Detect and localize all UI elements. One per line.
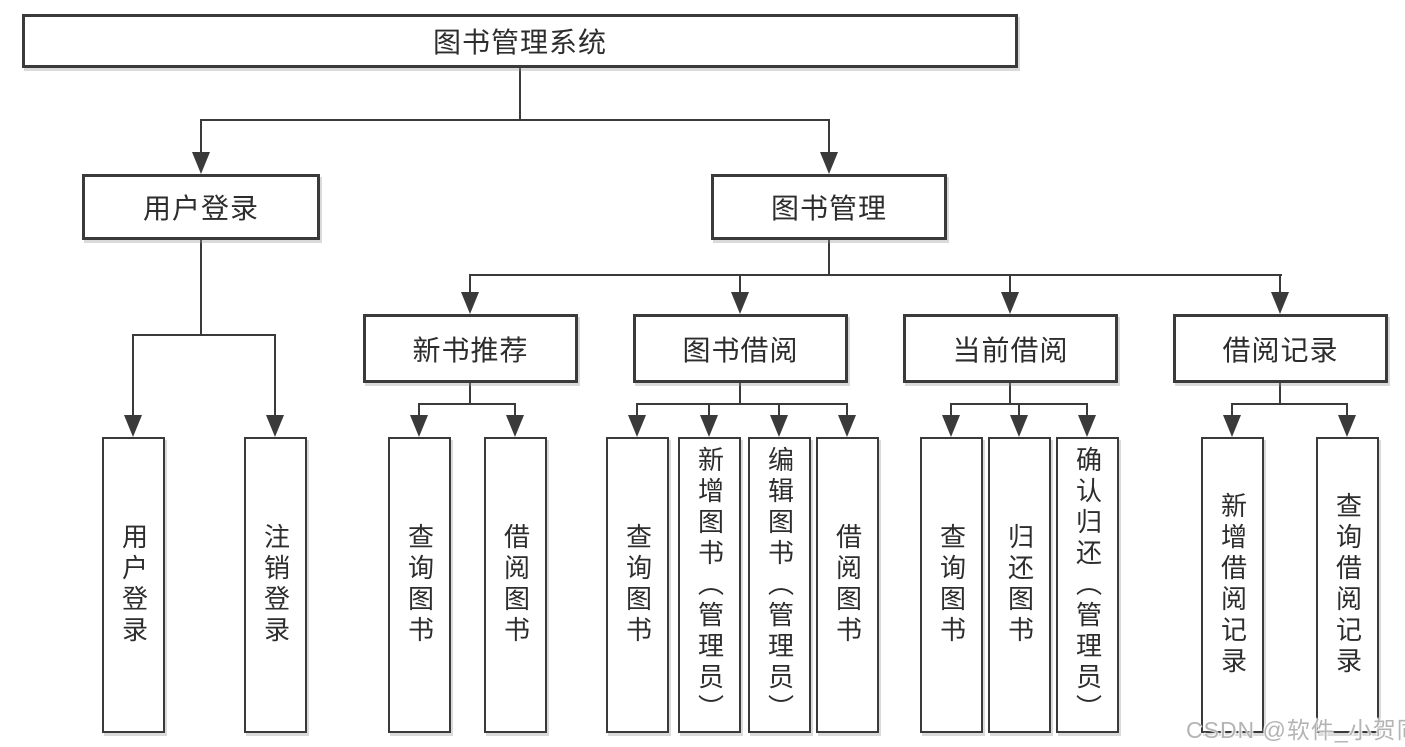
leaf-confirm-return-admin: 确认归还（管理员） xyxy=(1056,437,1119,733)
node-user-login: 用户登录 xyxy=(82,174,320,240)
arrow-down-to-leaf-edit-book xyxy=(770,403,788,437)
node-library-management-system-label: 图书管理系统 xyxy=(432,27,607,58)
leaf-logout-label: 注销登录 xyxy=(260,523,291,647)
arrow-down-to-leaf-borrow-books-2 xyxy=(838,403,856,437)
arrow-down-to-leaf-query-books-1 xyxy=(410,403,428,437)
leaf-return-books-label: 归还图书 xyxy=(1004,523,1035,647)
connector-hline-level2 xyxy=(200,119,830,121)
connector-hline-borrowing-records xyxy=(1231,403,1348,405)
arrow-down-to-leaf-borrow-books-1 xyxy=(506,403,524,437)
leaf-add-borrow-record-label: 新增借阅记录 xyxy=(1217,492,1248,678)
arrow-down-to-leaf-logout xyxy=(266,334,284,437)
node-library-management-system: 图书管理系统 xyxy=(22,14,1018,68)
leaf-add-book-admin: 新增图书（管理员） xyxy=(678,437,741,733)
node-new-book-recommendation: 新书推荐 xyxy=(363,314,578,383)
watermark-text: CSDN @软件_小贺同学 xyxy=(1186,717,1405,743)
leaf-add-book-admin-label: 新增图书（管理员） xyxy=(694,445,725,725)
connector-vline-current-borrowing xyxy=(1009,383,1011,405)
leaf-query-books-3: 查询图书 xyxy=(920,437,983,733)
node-current-borrowing: 当前借阅 xyxy=(903,314,1118,383)
leaf-query-books-1: 查询图书 xyxy=(388,437,451,733)
connector-vline-user-login xyxy=(200,240,202,336)
connector-hline-new-book-recommendation xyxy=(418,403,516,405)
leaf-borrow-books-1-label: 借阅图书 xyxy=(500,523,531,647)
connector-vline-book-management xyxy=(828,240,830,276)
leaf-user-login: 用户登录 xyxy=(102,437,165,733)
node-borrowing-records: 借阅记录 xyxy=(1173,314,1388,383)
leaf-logout: 注销登录 xyxy=(244,437,307,733)
node-book-management: 图书管理 xyxy=(711,174,947,240)
arrow-down-to-leaf-add-borrow-record xyxy=(1223,403,1241,437)
leaf-add-borrow-record: 新增借阅记录 xyxy=(1201,437,1264,733)
leaf-query-books-3-label: 查询图书 xyxy=(936,523,967,647)
arrow-down-to-user-login xyxy=(192,119,210,174)
arrow-down-to-leaf-confirm-return xyxy=(1078,403,1096,437)
arrow-down-to-book-management xyxy=(820,119,838,174)
arrow-down-to-leaf-query-books-3 xyxy=(942,403,960,437)
node-book-borrowing-label: 图书借阅 xyxy=(682,334,799,366)
node-book-borrowing: 图书借阅 xyxy=(633,314,848,383)
leaf-edit-book-admin-label: 编辑图书（管理员） xyxy=(764,445,795,725)
leaf-query-books-1-label: 查询图书 xyxy=(404,523,435,647)
node-current-borrowing-label: 当前借阅 xyxy=(952,334,1069,366)
leaf-edit-book-admin: 编辑图书（管理员） xyxy=(748,437,811,733)
arrow-down-to-borrowing-records xyxy=(1271,274,1289,314)
arrow-down-to-current-borrowing xyxy=(1001,274,1019,314)
leaf-return-books: 归还图书 xyxy=(988,437,1051,733)
leaf-query-books-2: 查询图书 xyxy=(606,437,669,733)
arrow-down-to-leaf-user-login xyxy=(124,334,142,437)
node-user-login-label: 用户登录 xyxy=(142,193,259,224)
arrow-down-to-leaf-query-borrow-record xyxy=(1338,403,1356,437)
arrow-down-to-leaf-add-book xyxy=(700,403,718,437)
connector-vline-new-book-recommendation xyxy=(469,383,471,405)
node-new-book-recommendation-label: 新书推荐 xyxy=(412,334,529,366)
leaf-query-borrow-record: 查询借阅记录 xyxy=(1316,437,1379,733)
connector-hline-user-login xyxy=(133,334,276,336)
leaf-borrow-books-2: 借阅图书 xyxy=(816,437,879,733)
arrow-down-to-leaf-return-books xyxy=(1010,403,1028,437)
connector-vline-book-borrowing xyxy=(739,383,741,405)
leaf-borrow-books-2-label: 借阅图书 xyxy=(832,523,863,647)
connector-vline-root xyxy=(519,68,521,121)
arrow-down-to-book-borrowing xyxy=(731,274,749,314)
leaf-confirm-return-admin-label: 确认归还（管理员） xyxy=(1072,445,1103,725)
node-borrowing-records-label: 借阅记录 xyxy=(1222,334,1339,366)
leaf-borrow-books-1: 借阅图书 xyxy=(484,437,547,733)
leaf-query-borrow-record-label: 查询借阅记录 xyxy=(1332,492,1363,678)
leaf-query-books-2-label: 查询图书 xyxy=(622,523,653,647)
connector-hline-level3 xyxy=(469,274,1282,276)
arrow-down-to-leaf-query-books-2 xyxy=(628,403,646,437)
leaf-user-login-label: 用户登录 xyxy=(118,523,149,647)
node-book-management-label: 图书管理 xyxy=(770,193,887,224)
connector-hline-book-borrowing xyxy=(636,403,848,405)
arrow-down-to-new-book-recommendation xyxy=(461,274,479,314)
connector-vline-borrowing-records xyxy=(1279,383,1281,405)
